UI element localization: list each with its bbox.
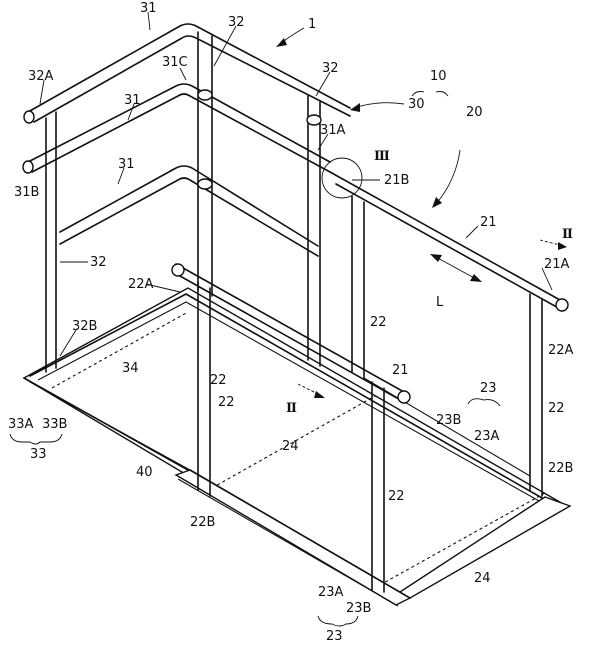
label-22-d: 22 (548, 401, 565, 416)
label-21A: 21A (544, 257, 570, 272)
label-23B-right: 23B (436, 413, 461, 428)
label-23A-right: 23A (474, 429, 500, 444)
label-10: 10 (430, 69, 447, 84)
label-sec2-mid: Ⅱ (286, 401, 297, 416)
label-22-b: 22 (210, 373, 227, 388)
braces (9, 91, 501, 627)
label-22-e: 22 (388, 489, 405, 504)
label-30: 30 (408, 97, 425, 112)
label-1: 1 (308, 17, 316, 32)
label-33B: 33B (42, 417, 67, 432)
label-31-mid: 31 (124, 93, 141, 108)
label-34: 34 (122, 361, 139, 376)
side-wall-20 (321, 157, 569, 497)
front-frame (171, 263, 411, 593)
label-33: 33 (30, 447, 47, 462)
label-sec2-right: Ⅱ (562, 227, 573, 242)
label-22B-left: 22B (190, 515, 215, 530)
label-23B-bottom: 23B (346, 601, 371, 616)
label-24-mid: 24 (282, 439, 299, 454)
label-31-top: 31 (140, 1, 157, 16)
label-22A-right: 22A (548, 343, 574, 358)
label-32-left: 32 (90, 255, 107, 270)
base-frame-23 (174, 469, 572, 607)
label-40: 40 (136, 465, 153, 480)
label-21-top: 21 (480, 215, 497, 230)
label-32-right: 32 (322, 61, 339, 76)
leader-lines (39, 11, 553, 357)
label-24-right: 24 (474, 571, 491, 586)
label-33A: 33A (8, 417, 34, 432)
label-31A: 31A (320, 123, 346, 138)
reference-labels: 31 32 1 32A 31C 32 10 31 30 20 31A Ⅲ 31 … (8, 1, 574, 644)
label-L: L (436, 295, 444, 310)
label-sec3: Ⅲ (374, 149, 390, 164)
floor-plate (22, 287, 567, 601)
label-21B: 21B (384, 173, 409, 188)
label-32B: 32B (72, 319, 97, 334)
label-21-front: 21 (392, 363, 409, 378)
label-22-c: 22 (218, 395, 235, 410)
label-31B: 31B (14, 185, 39, 200)
label-22B-right: 22B (548, 461, 573, 476)
label-32A: 32A (28, 69, 54, 84)
label-23A-bottom: 23A (318, 585, 344, 600)
label-31-low: 31 (118, 157, 135, 172)
label-22-a: 22 (370, 315, 387, 330)
label-23-right: 23 (480, 381, 497, 396)
label-22A-left: 22A (128, 277, 154, 292)
label-32-top: 32 (228, 15, 245, 30)
label-23-bottom: 23 (326, 629, 343, 644)
label-20: 20 (466, 105, 483, 120)
arrows (276, 27, 567, 398)
label-31C: 31C (162, 55, 188, 70)
